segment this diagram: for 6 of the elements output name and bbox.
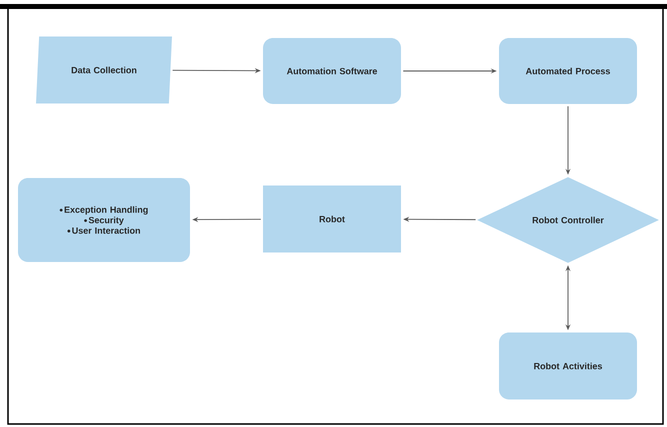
process-box: Robot [263,186,401,252]
data-parallelogram: Data Collection [36,36,172,104]
process-box: Robot Activities [499,332,637,400]
bullet-list-box: Exception Handling Security User Interaction [18,178,190,262]
process-box: Automated Process [499,38,637,104]
process-box: Automation Software [263,38,401,104]
